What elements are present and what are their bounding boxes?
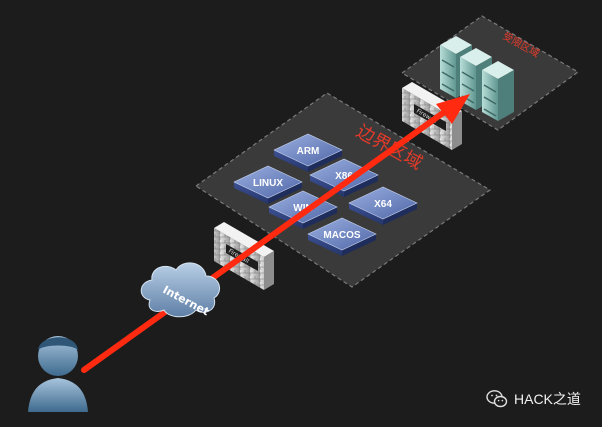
server-label: MACOS [323,230,361,241]
wechat-icon [486,389,508,409]
server-tower-icon [482,61,514,121]
server-label: X64 [374,199,392,210]
watermark: HACK之道 [486,387,596,411]
server-label: ARM [297,146,320,157]
watermark-text: HACK之道 [514,389,581,409]
user-icon [28,336,88,412]
internet-cloud-icon: Internet [141,263,219,319]
server-label: LINUX [253,178,283,189]
